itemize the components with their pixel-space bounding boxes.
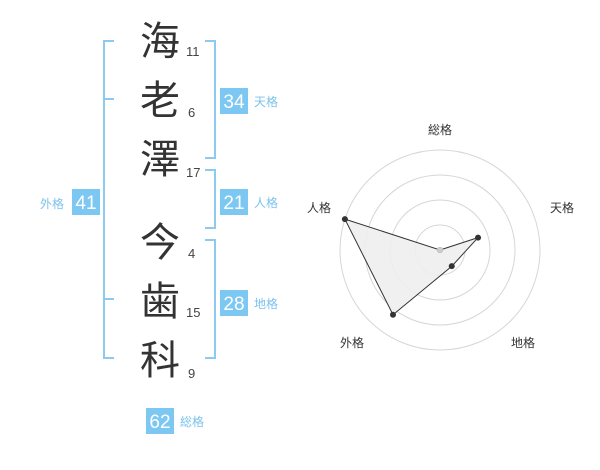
jinkaku-badge: 21 人格 [220,189,278,215]
name-char-1: 海 [140,19,180,65]
stroke-count-3: 17 [186,165,200,180]
name-char-3: 澤 [140,137,180,183]
stroke-count-1: 11 [186,44,200,59]
radar-point-5 [341,216,348,223]
soukaku-badge: 62 総格 [146,408,204,434]
jinkaku-value: 21 [223,193,244,214]
tenkaku-label: 天格 [254,94,278,109]
name-char-6: 科 [140,338,180,384]
gaikaku-label: 外格 [40,196,64,211]
soukaku-label: 総格 [180,414,204,429]
radar-point-2 [475,234,482,241]
radar-ring-4 [339,149,541,351]
stroke-counts: 11 6 17 4 15 9 [186,44,200,381]
radar-point-4 [389,311,396,318]
radar-center-dot [437,247,443,253]
radar-point-3 [448,263,455,270]
radar-axis-label-gaikaku: 外格 [340,335,364,350]
tenkaku-badge: 34 天格 [220,88,278,114]
name-char-2: 老 [140,78,180,124]
tenkaku-bracket [205,40,216,159]
name-char-5: 歯 [140,279,180,325]
stroke-count-2: 6 [188,105,195,120]
radar-axis-label-jinkaku: 人格 [307,200,331,215]
name-char-4: 今 [140,220,180,266]
chikaku-bracket [205,239,216,359]
soukaku-value: 62 [149,412,170,433]
radar-polygon [343,218,480,316]
gaikaku-value: 41 [75,193,96,214]
tenkaku-value: 34 [223,92,245,113]
radar-axis-labels: 総格 天格 地格 外格 人格 [307,122,574,350]
radar-axis-label-tenkaku: 天格 [550,200,574,215]
chikaku-value: 28 [223,294,244,315]
gaikaku-badge: 外格 41 [40,189,100,215]
jinkaku-bracket [205,169,216,229]
radar-chart: 総格 天格 地格 外格 人格 [307,122,574,351]
radar-axis-label-soukaku: 総格 [428,122,452,137]
radar-axis-label-chikaku: 地格 [511,335,535,350]
chikaku-badge: 28 地格 [220,290,278,316]
name-breakdown: 海 老 澤 今 歯 科 11 6 17 4 15 9 34 天格 21 人格 [40,19,278,434]
stroke-count-5: 15 [186,305,200,320]
character-column: 海 老 澤 今 歯 科 [140,19,180,384]
gaikaku-bracket [103,40,114,359]
stroke-count-4: 4 [188,246,195,261]
stroke-count-6: 9 [188,366,195,381]
chikaku-label: 地格 [254,296,278,311]
jinkaku-label: 人格 [254,195,278,210]
